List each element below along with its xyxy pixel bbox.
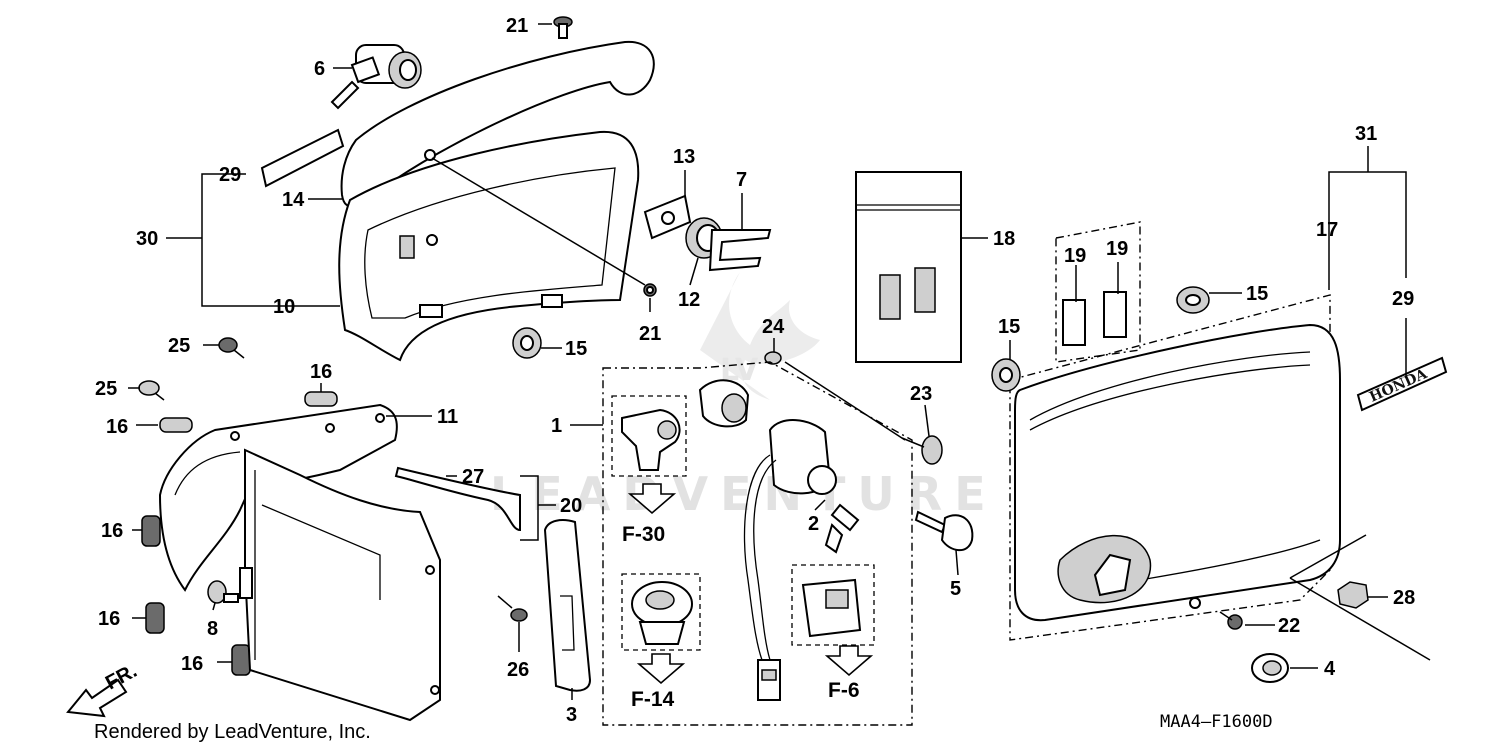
callout-16-a: 16	[310, 361, 332, 383]
part-27-seal-strip	[394, 466, 521, 532]
part-25-bolt-b	[138, 380, 165, 401]
callout-11: 11	[437, 406, 458, 428]
part-21-screw-top	[553, 16, 573, 39]
part-26-bolt	[497, 595, 528, 622]
callout-10: 10	[273, 296, 295, 318]
part-15-grommet-center	[991, 358, 1021, 392]
ref-label-f14: F-14	[631, 688, 675, 711]
callout-1: 1	[551, 415, 562, 437]
part-16-pad-d	[145, 602, 165, 634]
part-8-grommet	[207, 580, 239, 604]
part-19-labels	[1055, 221, 1141, 363]
part-5-key	[914, 510, 974, 552]
part-21-screw-mid	[643, 283, 657, 297]
part-16-pad-e	[231, 644, 251, 676]
ref-label-f6: F-6	[828, 679, 860, 702]
callout-19-a: 19	[1064, 245, 1086, 267]
part-15-grommet-left	[512, 327, 542, 359]
callout-21-mid: 21	[639, 323, 661, 345]
part-16-pad-c	[141, 515, 161, 547]
part-16-pad-a	[304, 391, 338, 407]
callout-22: 22	[1278, 615, 1300, 637]
leadventure-watermark: LV LEADVENTURE	[490, 272, 998, 521]
callout-3: 3	[566, 704, 577, 726]
part-2-ignition-switch	[743, 419, 860, 701]
leader-lines	[128, 23, 1431, 700]
callout-8: 8	[207, 618, 218, 640]
ref-label-f30: F-30	[622, 523, 665, 546]
callout-numbers: 21 6 29 14 30 10 13 7 12 21 15 18 19 19 …	[95, 15, 1415, 726]
ref-arrow-f14: F-14	[631, 653, 686, 711]
part-22-bolt	[1219, 611, 1243, 630]
callout-15-left: 15	[565, 338, 587, 360]
part-24-washer	[764, 351, 782, 365]
ref-arrow-f6: F-6	[824, 645, 874, 702]
part-15-grommet-right	[1176, 286, 1210, 314]
callout-20: 20	[560, 495, 582, 517]
callout-15-right: 15	[1246, 283, 1268, 305]
callout-17: 17	[1316, 219, 1338, 241]
part-29-emblem-left	[260, 128, 345, 188]
callout-21-top: 21	[506, 15, 528, 37]
callout-6: 6	[314, 58, 325, 80]
callout-5: 5	[950, 578, 961, 600]
part-7-clip	[708, 229, 772, 272]
honda-emblem-text: HONDA	[1367, 366, 1430, 406]
callout-30: 30	[136, 228, 158, 250]
callout-18: 18	[993, 228, 1015, 250]
callout-7: 7	[736, 169, 747, 191]
callout-24: 24	[762, 316, 785, 338]
part-16-pad-b	[159, 417, 193, 433]
callout-23: 23	[910, 383, 932, 405]
callout-16-d: 16	[98, 608, 120, 630]
callout-16-e: 16	[181, 653, 203, 675]
callout-15-center: 15	[998, 316, 1020, 338]
callout-26: 26	[507, 659, 529, 681]
part-3-cover-plate	[543, 519, 592, 692]
rendered-by-credit: Rendered by LeadVenture, Inc.	[94, 721, 371, 743]
callout-14: 14	[282, 189, 305, 211]
part-1-ignition-assembly	[602, 361, 913, 726]
part-25-bolt-a	[218, 337, 245, 359]
callout-27: 27	[462, 466, 484, 488]
callout-4: 4	[1324, 658, 1336, 680]
callout-16-c: 16	[101, 520, 123, 542]
part-17-right-cover	[1009, 294, 1341, 641]
callout-25-b: 25	[95, 378, 117, 400]
front-direction-arrow: FR.	[66, 660, 141, 718]
callout-12: 12	[678, 289, 700, 311]
watermark-text: LEADVENTURE	[490, 467, 998, 521]
part-18-label-sheet	[855, 171, 962, 363]
diagram-code: MAA4—F1600D	[1160, 712, 1273, 732]
callout-31: 31	[1355, 123, 1377, 145]
part-28-nut	[1337, 581, 1369, 609]
callout-28: 28	[1393, 587, 1415, 609]
part-29-honda-emblem: HONDA	[1356, 356, 1448, 412]
part-6-lock-cylinder	[330, 44, 422, 110]
callout-25-a: 25	[168, 335, 190, 357]
callout-16-b: 16	[106, 416, 128, 438]
callout-2: 2	[808, 513, 819, 535]
ref-arrow-f30: F-30	[622, 483, 677, 546]
callout-19-b: 19	[1106, 238, 1128, 260]
callout-13: 13	[673, 146, 695, 168]
part-4-bushing	[1251, 653, 1289, 683]
part-20-guard-panel	[239, 448, 441, 722]
part-10-left-cover	[338, 130, 640, 362]
callout-29-left: 29	[219, 164, 241, 186]
callout-29-right: 29	[1392, 288, 1414, 310]
part-23-bolt	[901, 435, 943, 465]
watermark-flame-logo	[700, 272, 820, 400]
